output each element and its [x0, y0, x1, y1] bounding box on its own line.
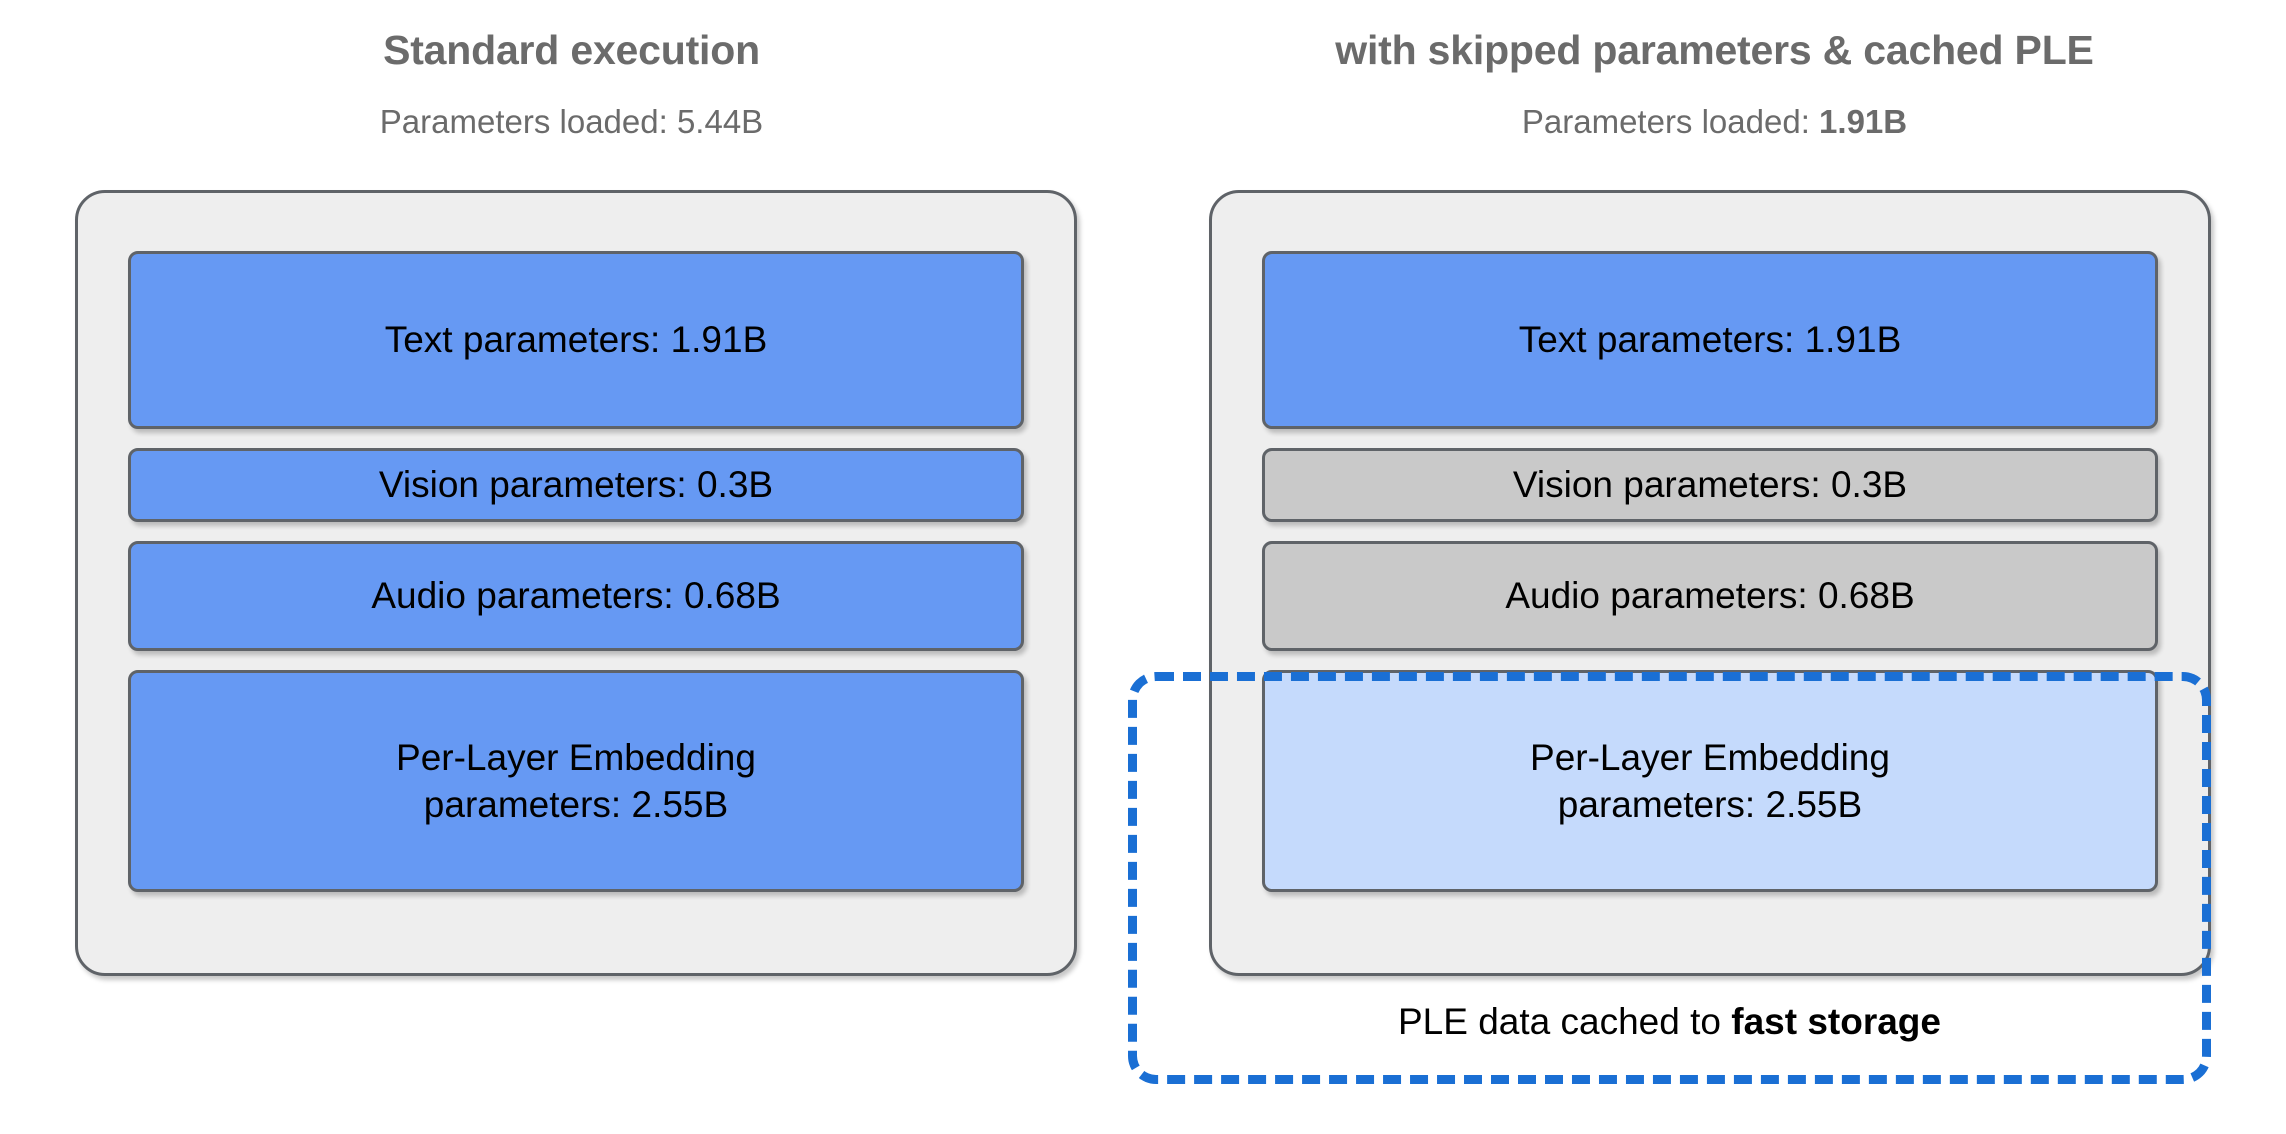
block-text-parameters-standard[interactable]: Text parameters: 1.91B	[128, 251, 1024, 429]
block-vision-parameters-standard[interactable]: Vision parameters: 0.3B	[128, 448, 1024, 522]
column-subtitle-skipped-cached: Parameters loaded: 1.91B	[1143, 103, 2286, 140]
block-audio-parameters-standard[interactable]: Audio parameters: 0.68B	[128, 541, 1024, 651]
parameters-loaded-label-optimized: Parameters loaded:	[1521, 103, 1820, 140]
block-vision-parameters-optimized[interactable]: Vision parameters: 0.3B	[1262, 448, 2158, 522]
column-title-standard: Standard execution	[383, 27, 760, 73]
cache-caption-emphasis: fast storage	[1731, 1001, 1941, 1042]
model-panel-standard: Text parameters: 1.91B Vision parameters…	[75, 190, 1077, 976]
block-ple-parameters-standard[interactable]: Per-Layer Embedding parameters: 2.55B	[128, 670, 1024, 892]
block-ple-parameters-optimized[interactable]: Per-Layer Embedding parameters: 2.55B	[1262, 670, 2158, 892]
parameters-loaded-label-standard: Parameters loaded:	[379, 103, 677, 140]
cache-caption: PLE data cached to fast storage	[1128, 1000, 2211, 1044]
block-text-parameters-optimized[interactable]: Text parameters: 1.91B	[1262, 251, 2158, 429]
block-ple-line1-optimized: Per-Layer Embedding	[1530, 736, 1890, 778]
block-ple-line2-standard: parameters: 2.55B	[423, 784, 729, 825]
block-ple-line2-optimized: parameters: 2.55B	[1557, 784, 1863, 825]
cache-caption-prefix: PLE data cached to	[1398, 1001, 1732, 1042]
column-standard-execution: Standard execution Parameters loaded: 5.…	[0, 27, 1143, 976]
column-title-skipped-cached: with skipped parameters & cached PLE	[1335, 27, 2094, 73]
block-audio-parameters-optimized[interactable]: Audio parameters: 0.68B	[1262, 541, 2158, 651]
block-ple-line1-standard: Per-Layer Embedding	[396, 736, 756, 778]
parameters-loaded-value-standard: 5.44B	[676, 103, 764, 140]
parameters-loaded-value-optimized: 1.91B	[1819, 103, 1908, 140]
model-panel-optimized: Text parameters: 1.91B Vision parameters…	[1209, 190, 2211, 976]
column-subtitle-standard: Parameters loaded: 5.44B	[0, 103, 1143, 140]
column-skipped-cached: with skipped parameters & cached PLE Par…	[1143, 0, 2286, 1134]
